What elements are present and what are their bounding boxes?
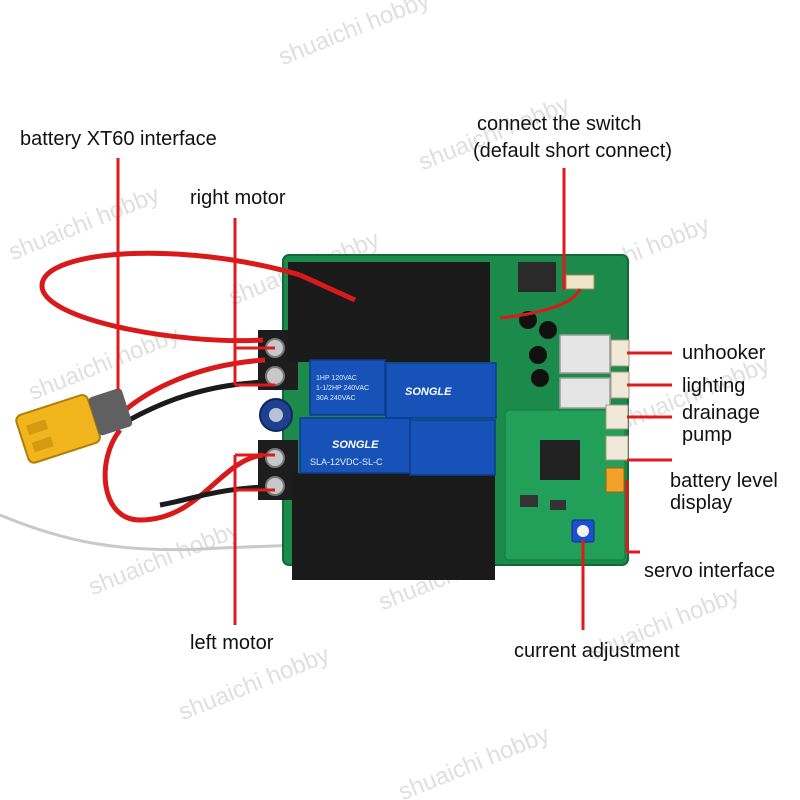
relay-model-text: SLA-12VDC-SL-C bbox=[310, 457, 383, 467]
relay-rating-text: 1-1/2HP 240VAC bbox=[316, 385, 369, 392]
relay bbox=[299, 417, 411, 474]
label-battery-xt60: battery XT60 interface bbox=[20, 128, 217, 150]
label-drainage-pump-line1: drainage bbox=[682, 402, 760, 424]
antenna-wire bbox=[0, 513, 301, 552]
capacitor bbox=[539, 321, 557, 339]
relay-rating-text: 1HP 120VAC bbox=[316, 375, 357, 382]
control-board bbox=[504, 409, 626, 561]
mosfet bbox=[518, 262, 556, 292]
label-unhooker: unhooker bbox=[682, 342, 766, 364]
lighting-connector bbox=[610, 371, 630, 399]
label-lighting: lighting bbox=[682, 375, 746, 397]
left-motor-red-wire bbox=[102, 428, 264, 523]
pointer-lines bbox=[116, 158, 672, 630]
screw bbox=[265, 476, 285, 496]
left-motor-black-wire bbox=[159, 484, 264, 508]
heatsink-bottom bbox=[292, 473, 495, 580]
heatsink-clip bbox=[559, 377, 611, 409]
label-connect-switch-line2: (default short connect) bbox=[473, 140, 672, 162]
label-current-adjustment: current adjustment bbox=[514, 640, 680, 662]
heatsink-top bbox=[288, 262, 490, 362]
smd-chip bbox=[550, 500, 566, 510]
relay-brand-text: SONGLE bbox=[332, 439, 379, 451]
label-drainage-pump-line2: pump bbox=[682, 424, 733, 446]
relay bbox=[309, 359, 386, 416]
relay bbox=[409, 419, 496, 476]
unhooker-connector bbox=[610, 339, 630, 367]
label-left-motor: left motor bbox=[190, 632, 274, 654]
potentiometer-knob bbox=[577, 525, 589, 537]
pump-connector bbox=[605, 404, 629, 430]
label-battery-level-line1: battery level bbox=[670, 470, 778, 492]
mcu-chip bbox=[540, 440, 580, 480]
screw bbox=[265, 366, 285, 386]
switch-jumper-wire bbox=[499, 288, 582, 320]
servo-connector bbox=[605, 467, 625, 493]
xt60-red-wire bbox=[118, 357, 266, 417]
screw bbox=[265, 448, 285, 468]
xt60-black-wire bbox=[118, 379, 266, 428]
battery-level-connector bbox=[605, 435, 629, 461]
label-servo-interface: servo interface bbox=[644, 560, 776, 582]
switch-connector bbox=[565, 274, 595, 290]
capacitor-top bbox=[269, 408, 283, 422]
capacitor bbox=[529, 346, 547, 364]
battery-red-wire bbox=[39, 250, 301, 344]
label-connect-switch-line1: connect the switch bbox=[477, 113, 642, 135]
smd-chip bbox=[520, 495, 538, 507]
relay bbox=[385, 362, 497, 419]
label-right-motor: right motor bbox=[190, 187, 286, 209]
capacitor bbox=[531, 369, 549, 387]
relay-brand-text: SONGLE bbox=[405, 386, 452, 398]
heatsink-clip bbox=[559, 334, 611, 374]
relay-rating-text: 30A 240VAC bbox=[316, 395, 356, 402]
label-battery-level-line2: display bbox=[670, 492, 733, 514]
battery-red-wire bbox=[298, 272, 357, 303]
xt60-connector bbox=[15, 388, 133, 464]
